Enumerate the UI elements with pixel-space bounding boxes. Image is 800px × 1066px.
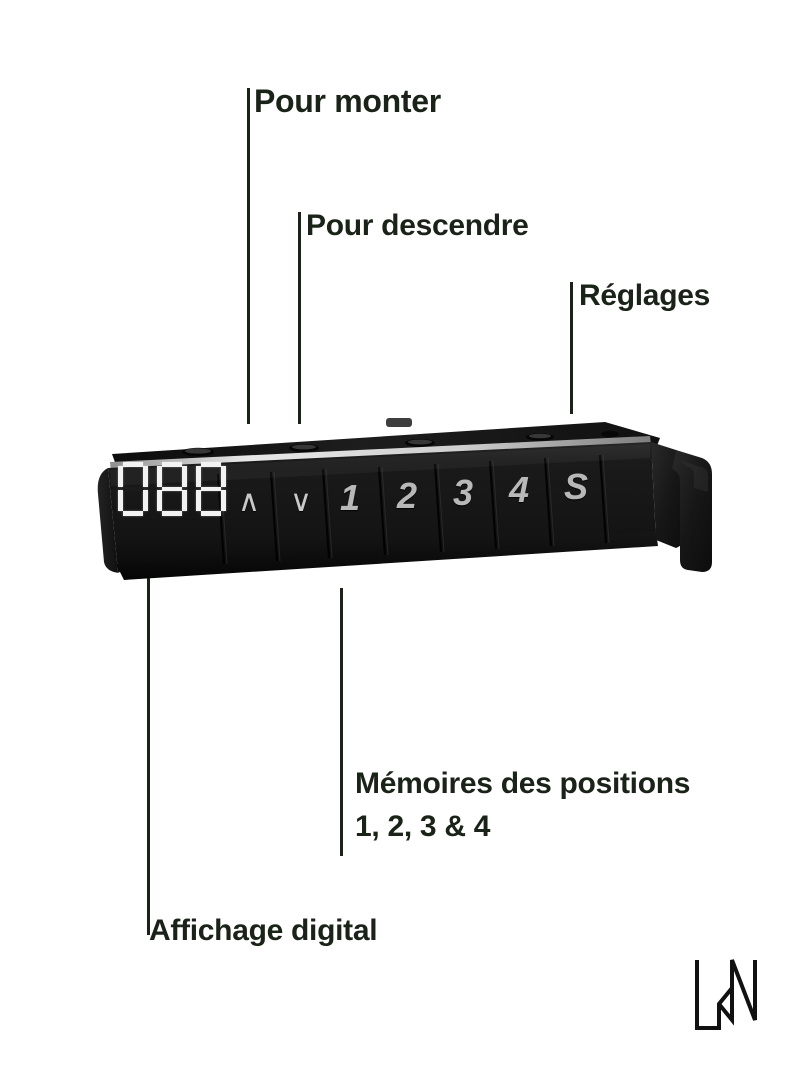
callout-pour-monter: Pour monter (254, 82, 441, 120)
callout-label: Affichage digital (149, 914, 378, 947)
chevron-down-icon[interactable]: ∨ (290, 485, 312, 518)
callout-label-line2: 1, 2, 3 & 4 (355, 810, 491, 843)
leader-line-pour-monter (247, 88, 250, 424)
callout-label: Pour monter (254, 83, 441, 119)
device-mounting-tab (672, 450, 712, 572)
device-illustration (97, 418, 712, 580)
leader-line-memoires (340, 588, 343, 856)
device-bottom-lip (116, 532, 658, 580)
leader-line-reglages (570, 282, 573, 414)
display-digit-2 (157, 462, 187, 516)
digital-display (118, 462, 226, 516)
callout-memoires: Mémoires des positions 1, 2, 3 & 4 (355, 762, 690, 848)
leader-line-pour-descendre (298, 212, 301, 424)
chevron-up-icon[interactable]: ∧ (238, 485, 260, 518)
memory-4-button[interactable]: 4 (509, 469, 530, 510)
memory-2-button[interactable]: 2 (397, 475, 418, 516)
callout-label: Mémoires des positions (355, 767, 691, 800)
brand-monogram-logo (695, 959, 757, 1030)
leader-line-affichage-digital (147, 571, 150, 935)
memory-1-button[interactable]: 1 (340, 477, 361, 518)
callout-affichage-digital: Affichage digital (149, 913, 378, 949)
tab-highlight (680, 460, 708, 492)
memory-3-button[interactable]: 3 (453, 472, 474, 513)
key-separator-highlights (220, 454, 610, 565)
control-panel-device: ∧ ∨ 1 2 3 4 S (90, 412, 712, 597)
callout-reglages: Réglages (579, 278, 710, 314)
callout-label: Pour descendre (306, 209, 529, 242)
settings-button[interactable]: S (564, 466, 589, 507)
display-digit-3 (196, 462, 226, 516)
key-separator-grooves (216, 454, 608, 565)
mounting-screws (182, 418, 619, 457)
callout-pour-descendre: Pour descendre (306, 208, 529, 244)
device-left-endcap (97, 468, 120, 573)
display-digit-1 (118, 462, 148, 516)
callout-label: Réglages (579, 279, 710, 312)
face-gloss (110, 444, 650, 486)
